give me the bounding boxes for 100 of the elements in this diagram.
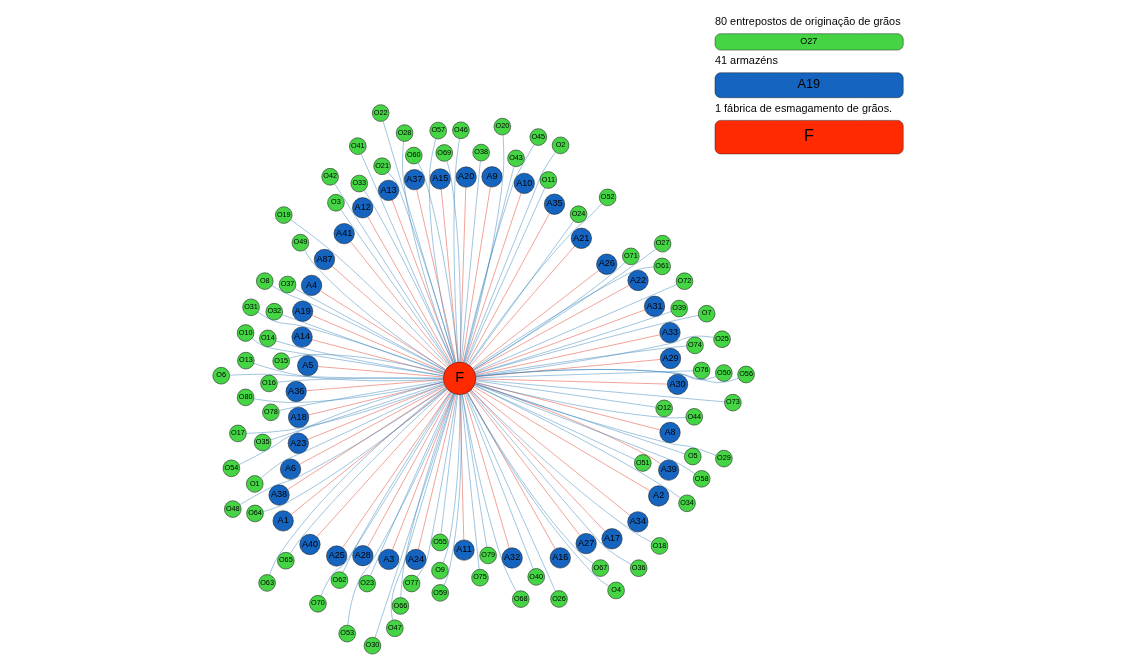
connector xyxy=(298,385,445,465)
connector xyxy=(311,315,445,373)
node-circle: O9 xyxy=(430,562,449,580)
connector xyxy=(275,340,444,376)
node-circle: O14 xyxy=(258,329,276,348)
node-circle: A8 xyxy=(659,422,680,443)
node-circle: O65 xyxy=(276,552,294,570)
node-circle: O12 xyxy=(655,399,673,418)
node-circle: A35 xyxy=(543,193,565,215)
connector xyxy=(349,241,450,366)
node-circle: A37 xyxy=(403,169,425,191)
node-circle: A87 xyxy=(313,249,335,270)
node-circle: A36 xyxy=(285,381,307,402)
node-circle: O45 xyxy=(529,128,547,146)
node-circle: A12 xyxy=(351,197,373,219)
node-circle: O41 xyxy=(348,137,366,155)
connector xyxy=(391,199,454,364)
node-circle: A39 xyxy=(657,459,679,481)
node-circle: A2 xyxy=(647,485,669,507)
connector xyxy=(453,138,460,363)
connector xyxy=(446,160,461,363)
node-circle: A5 xyxy=(296,355,318,377)
node-circle: O56 xyxy=(736,365,755,384)
node-circle: O62 xyxy=(330,571,348,589)
node-circle: A15 xyxy=(429,168,451,190)
connector xyxy=(471,388,630,516)
node-circle: A20 xyxy=(455,166,477,188)
node-circle: O31 xyxy=(241,298,260,316)
node-circle: A34 xyxy=(626,511,648,533)
label: F xyxy=(803,126,814,145)
node-circle: O50 xyxy=(714,364,732,382)
node-circle: A25 xyxy=(325,545,347,567)
connector xyxy=(475,380,656,408)
node-circle: A17 xyxy=(601,528,622,550)
connector xyxy=(288,354,444,374)
legend-label: 80 entrepostos de originação de grãos xyxy=(714,15,901,28)
node-circle: O55 xyxy=(430,533,449,552)
node-circle: O16 xyxy=(259,374,278,393)
node-circle: O35 xyxy=(253,433,271,452)
node-circle: A3 xyxy=(377,548,399,570)
connector xyxy=(417,162,458,363)
node-circle: O78 xyxy=(261,403,279,421)
node-circle: O23 xyxy=(358,574,376,593)
connector xyxy=(462,166,514,363)
node-circle: O51 xyxy=(633,454,651,472)
node-circle: O38 xyxy=(472,143,490,162)
connector xyxy=(294,288,445,371)
node-circle: A6 xyxy=(279,458,301,480)
connector xyxy=(367,216,452,365)
connector xyxy=(363,190,453,364)
node-circle: A26 xyxy=(595,253,617,275)
node-circle: O30 xyxy=(363,637,381,655)
connector xyxy=(340,209,450,366)
node-circle: O15 xyxy=(272,352,290,370)
node-circle: A16 xyxy=(549,547,571,569)
connector xyxy=(251,338,444,377)
connector xyxy=(387,172,455,363)
node-circle: O44 xyxy=(685,408,703,426)
node-circle: O32 xyxy=(265,303,283,321)
connector xyxy=(228,374,443,379)
connector xyxy=(311,339,444,375)
connector xyxy=(474,315,699,375)
node-circle: O58 xyxy=(692,470,710,488)
node-circle: O3 xyxy=(326,194,345,212)
label: O27 xyxy=(799,36,817,47)
connector xyxy=(464,192,521,363)
node-circle: O37 xyxy=(278,275,296,294)
connector xyxy=(473,284,677,373)
connector xyxy=(463,134,504,363)
node-circle: O70 xyxy=(308,595,327,613)
connector xyxy=(341,391,450,548)
connector xyxy=(473,285,629,371)
node-circle: O40 xyxy=(527,568,545,586)
node-circle: A32 xyxy=(501,547,523,569)
connector xyxy=(475,369,716,380)
node-circle: A28 xyxy=(351,545,373,567)
node-circle: O21 xyxy=(372,157,391,175)
connector xyxy=(316,390,449,537)
node-circle: O4 xyxy=(606,581,625,600)
node-circle: O25 xyxy=(712,330,731,348)
connector xyxy=(305,379,443,391)
node-circle: O24 xyxy=(569,205,587,223)
node-circle: A10 xyxy=(513,172,535,194)
node-circle: A27 xyxy=(575,533,597,555)
node-circle: O63 xyxy=(257,574,276,592)
node-circle: O27 xyxy=(653,235,671,253)
node-circle: A40 xyxy=(299,534,320,555)
connector xyxy=(466,213,550,365)
node-circle: A38 xyxy=(268,484,290,506)
node-circle: O79 xyxy=(478,546,497,565)
connector xyxy=(471,270,599,369)
connector xyxy=(415,189,456,363)
node-circle: O2 xyxy=(551,136,569,155)
legend-label: 1 fábrica de esmagamento de grãos. xyxy=(714,101,892,114)
node-circle: F xyxy=(442,361,476,395)
connector xyxy=(253,363,443,381)
node-circle: O60 xyxy=(404,146,422,165)
node-circle: O1 xyxy=(245,475,263,493)
connector xyxy=(245,384,445,434)
connector xyxy=(463,393,509,549)
